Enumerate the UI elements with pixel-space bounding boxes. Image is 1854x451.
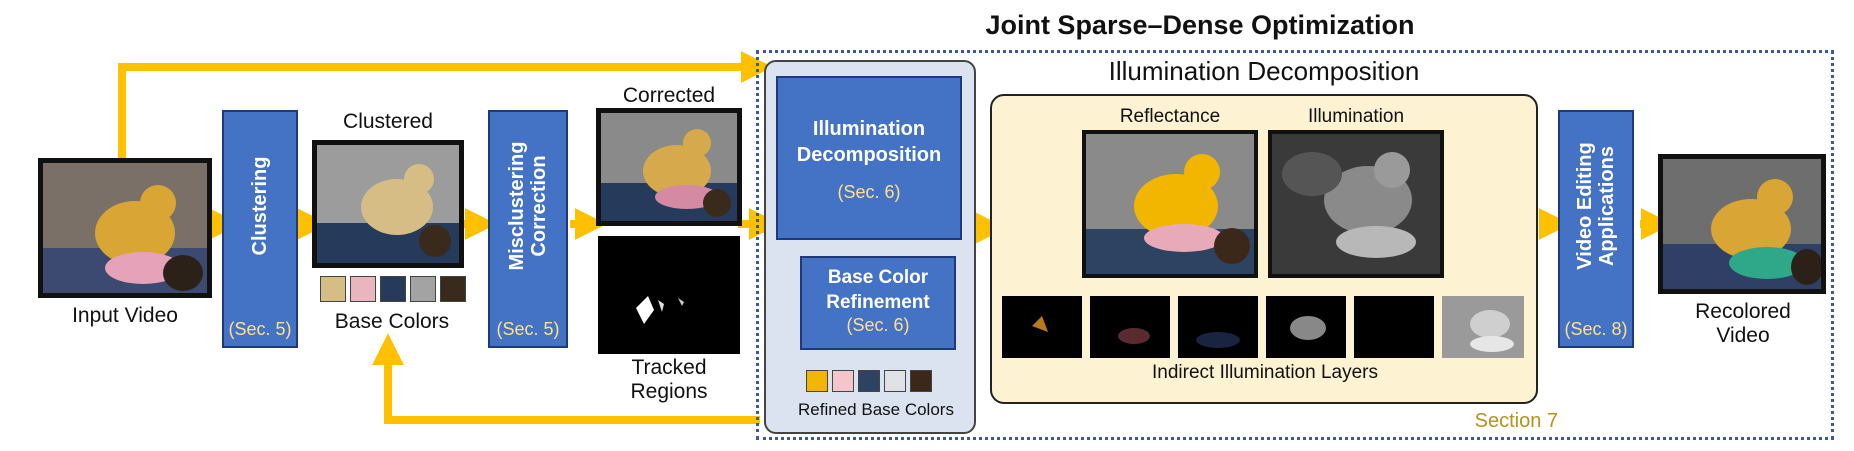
tracked-image bbox=[598, 236, 740, 354]
refined-swatches bbox=[806, 370, 936, 392]
refined-color-swatch bbox=[858, 370, 880, 392]
input-video-image bbox=[38, 158, 212, 298]
refined-color-swatch bbox=[884, 370, 906, 392]
base-refine-label: Base Color Refinement bbox=[826, 267, 930, 313]
video-editing-sec: (Sec. 8) bbox=[1564, 319, 1628, 339]
indirect-layer-2 bbox=[1090, 296, 1170, 358]
section-label: Section 7 bbox=[1474, 410, 1558, 432]
clustering-label: Clustering bbox=[249, 156, 271, 256]
diagram-title: Joint Sparse–Dense Optimization bbox=[985, 10, 1415, 40]
base-color-swatch bbox=[380, 276, 406, 302]
base-color-swatch bbox=[410, 276, 436, 302]
refined-color-swatch bbox=[910, 370, 932, 392]
misclustering-sec: (Sec. 5) bbox=[496, 319, 560, 339]
illum-panel-title: Illumination Decomposition bbox=[1108, 56, 1420, 86]
illumination-image bbox=[1268, 130, 1444, 278]
input-video-label: Input Video bbox=[72, 304, 178, 327]
input-to-joint-arrow bbox=[118, 51, 773, 158]
clustered-image bbox=[312, 140, 464, 268]
illumination-label: Illumination bbox=[1307, 106, 1405, 127]
indirect-layer-5 bbox=[1354, 296, 1434, 358]
illum-decomp-step: Illumination Decomposition (Sec. 6) bbox=[776, 76, 962, 240]
corrected-image bbox=[596, 108, 742, 226]
indirect-label: Indirect Illumination Layers bbox=[1152, 362, 1378, 383]
feedback-arrow bbox=[372, 333, 760, 424]
clustering-sec: (Sec. 5) bbox=[228, 319, 292, 339]
video-editing-step: Video Editing Applications (Sec. 8) bbox=[1558, 110, 1634, 348]
base-color-swatch bbox=[440, 276, 466, 302]
recolored-video-label: Recolored Video bbox=[1695, 300, 1791, 348]
base-refine-sec: (Sec. 6) bbox=[846, 315, 910, 336]
indirect-layer-6 bbox=[1442, 296, 1524, 358]
misclustering-step: Misclustering Correction (Sec. 5) bbox=[488, 110, 568, 348]
refined-color-swatch bbox=[806, 370, 828, 392]
recolored-video-image bbox=[1658, 154, 1826, 294]
base-color-swatch bbox=[320, 276, 346, 302]
base-refine-step: Base Color Refinement (Sec. 6) bbox=[800, 256, 956, 350]
base-colors-swatches bbox=[320, 276, 470, 302]
reflectance-label: Reflectance bbox=[1119, 106, 1221, 127]
base-color-swatch bbox=[350, 276, 376, 302]
clustering-step: Clustering (Sec. 5) bbox=[222, 110, 298, 348]
refined-label: Refined Base Colors bbox=[798, 400, 954, 419]
video-editing-label: Video Editing Applications bbox=[1574, 141, 1618, 270]
indirect-layer-3 bbox=[1178, 296, 1258, 358]
base-colors-label: Base Colors bbox=[334, 310, 450, 333]
refined-color-swatch bbox=[832, 370, 854, 392]
corrected-label: Corrected bbox=[622, 84, 716, 107]
illum-decomp-sec: (Sec. 6) bbox=[837, 182, 901, 202]
clustered-label: Clustered bbox=[343, 110, 433, 133]
joint-region bbox=[756, 50, 1834, 440]
indirect-layer-1 bbox=[1002, 296, 1082, 358]
reflectance-image bbox=[1082, 130, 1258, 278]
tracked-label: Tracked Regions bbox=[630, 356, 708, 404]
illum-decomp-label: Illumination Decomposition bbox=[796, 118, 942, 166]
indirect-layer-4 bbox=[1266, 296, 1346, 358]
misclustering-label: Misclustering Correction bbox=[506, 141, 550, 271]
